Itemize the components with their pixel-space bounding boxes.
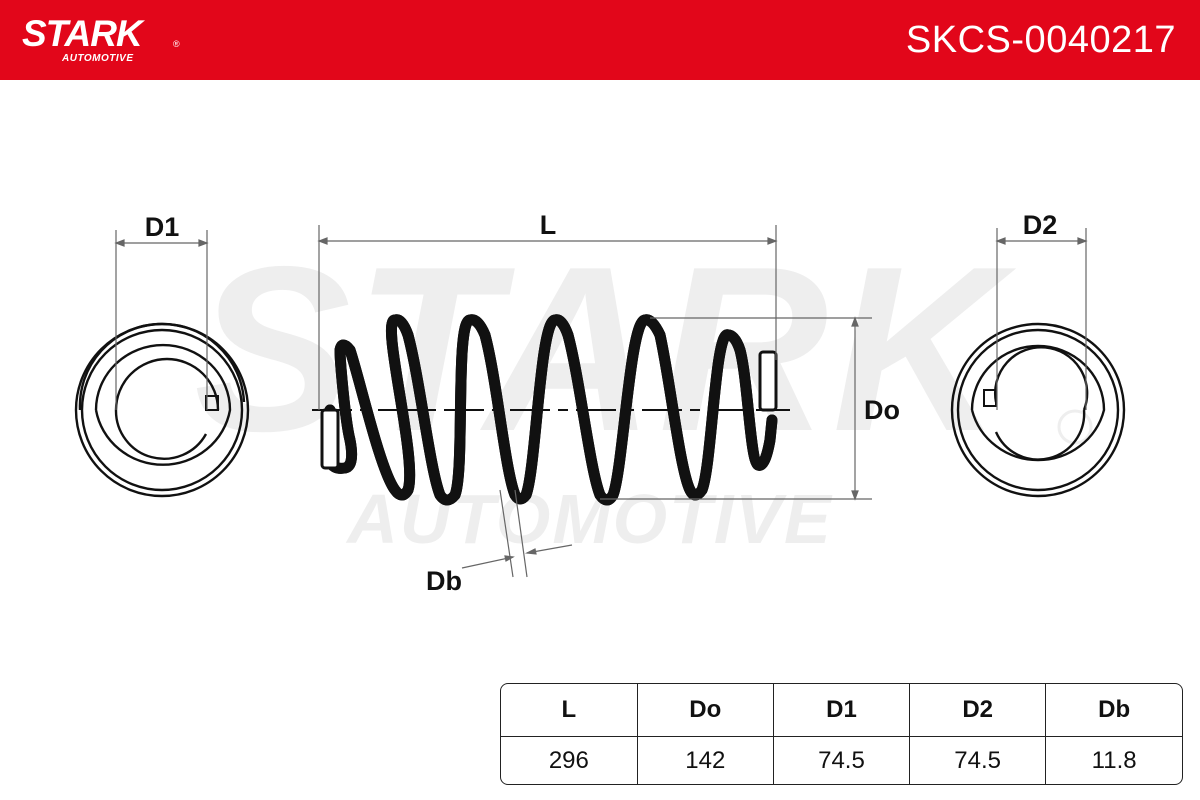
db-extension-right	[514, 489, 528, 578]
specs-value-do: 142	[637, 736, 774, 784]
dimension-l	[317, 225, 778, 410]
do-arrow-bottom	[851, 490, 859, 501]
right-coil-inner-lower	[994, 409, 1086, 461]
db-arrow-left	[504, 555, 515, 562]
left-coil-inner	[114, 357, 220, 411]
db-leader-left	[461, 556, 514, 569]
specs-header-do: Do	[637, 684, 774, 737]
end-view-left	[74, 322, 250, 498]
watermark-registered-icon	[1057, 409, 1093, 445]
specs-value-d1: 74.5	[773, 736, 911, 784]
specs-value-l: 296	[501, 736, 638, 784]
left-coil-spiral-a	[78, 322, 246, 411]
left-coil-inner-lower	[114, 409, 208, 460]
dimension-d1	[114, 230, 209, 410]
d2-arrow-left	[995, 237, 1006, 245]
header-bar: STARK ® AUTOMOTIVE SKCS-0040217	[0, 0, 1200, 80]
watermark-main: STARK	[194, 217, 1016, 480]
specs-value-db: 11.8	[1091, 746, 1137, 774]
specs-value-row: 296 142 74.5 74.5 11.8	[501, 736, 1182, 784]
specs-header-d1: D1	[773, 684, 911, 737]
left-coil-outer-inner	[80, 328, 244, 492]
specs-header-d2: D2	[909, 684, 1047, 737]
dimension-do	[600, 316, 872, 501]
part-number: SKCS-0040217	[905, 19, 1176, 61]
specs-header-l: L	[501, 684, 638, 737]
right-coil-outer	[950, 322, 1126, 498]
label-d1: D1	[145, 212, 180, 242]
dimension-d2	[995, 228, 1088, 410]
l-arrow-left	[317, 237, 328, 245]
end-view-right	[950, 322, 1126, 498]
logo-brand-sub: AUTOMOTIVE	[62, 53, 134, 64]
spring-side-view	[320, 320, 778, 500]
db-arrow-right	[524, 548, 537, 555]
spring-end-cut-left	[320, 408, 340, 470]
label-length: L	[540, 210, 557, 240]
do-arrow-top	[851, 316, 859, 327]
db-extension-left	[499, 489, 514, 578]
specs-header-row: L Do D1 D2 Db	[501, 684, 1182, 737]
logo-registered-mark: ®	[173, 39, 180, 49]
right-coil-outer-inner	[956, 328, 1120, 492]
logo-brand-name: STARK	[22, 13, 143, 54]
label-d2: D2	[1023, 210, 1058, 240]
d1-arrow-left	[114, 239, 125, 247]
stark-automotive-logo: STARK ® AUTOMOTIVE	[22, 10, 192, 68]
label-bar-diameter: Db	[426, 566, 462, 596]
watermark-sub: AUTOMOTIVE	[345, 480, 833, 558]
label-outer-diameter: Do	[864, 395, 900, 425]
specs-table: L Do D1 D2 Db 296 142 74.5 74.5 11.8	[500, 683, 1183, 785]
watermark: STARK AUTOMOTIVE	[194, 217, 1093, 558]
left-coil-spiral-b	[94, 343, 232, 466]
left-coil-end-cut	[205, 395, 219, 411]
dimension-db	[461, 489, 573, 578]
d2-arrow-right	[1077, 237, 1088, 245]
right-coil-spiral	[970, 344, 1106, 462]
d1-arrow-right	[198, 239, 209, 247]
right-coil-end-cut	[983, 389, 997, 407]
l-arrow-right	[767, 237, 778, 245]
spring-end-cut-right	[758, 350, 778, 412]
specs-value-d2: 74.5	[909, 736, 1047, 784]
specs-header-db: Db	[1045, 684, 1182, 737]
